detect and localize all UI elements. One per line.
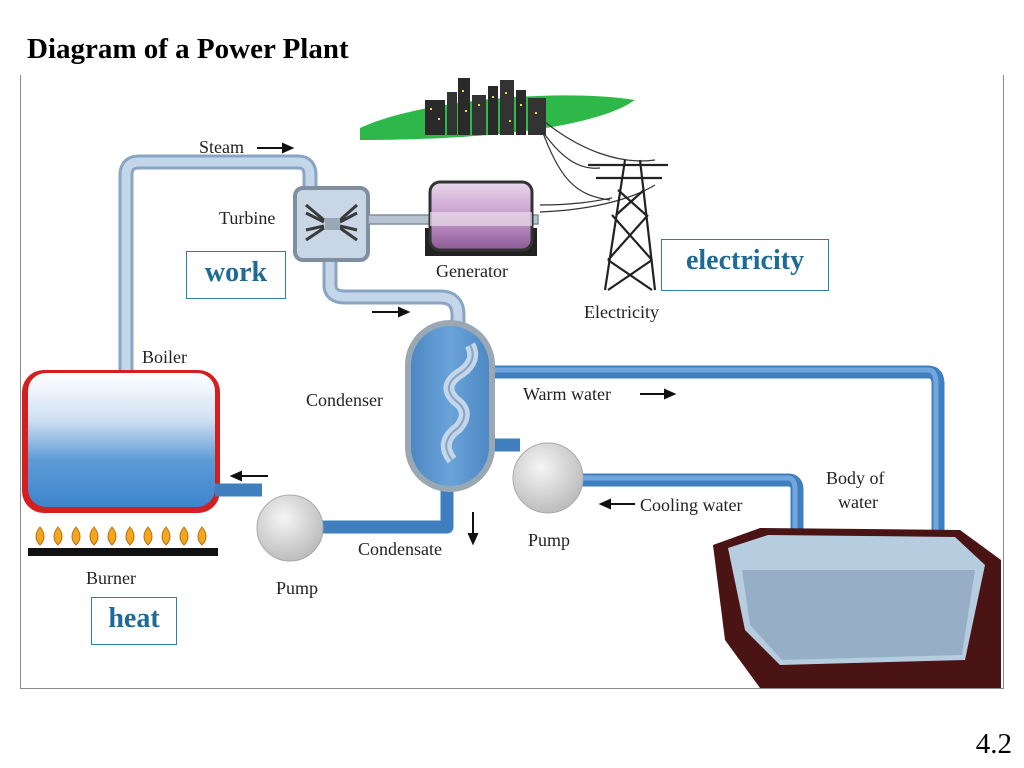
body-of-water-label-line1: Body of	[826, 468, 885, 488]
condenser	[405, 320, 495, 492]
condenser-label: Condenser	[306, 390, 383, 410]
pump-left	[256, 494, 324, 562]
transmission-tower	[588, 159, 668, 291]
condensate-label: Condensate	[358, 539, 442, 559]
burner	[28, 526, 218, 556]
pump-left-label: Pump	[276, 578, 318, 598]
generator-label: Generator	[436, 261, 508, 281]
boiler	[22, 370, 220, 513]
warm-water-label: Warm water	[523, 384, 611, 404]
pump-right	[512, 442, 584, 514]
body-of-water	[713, 528, 1001, 688]
electricity-label: Electricity	[584, 302, 659, 322]
page-title: Diagram of a Power Plant	[27, 33, 349, 65]
flow-arrows	[229, 142, 677, 546]
boiler-label: Boiler	[142, 347, 187, 367]
generator	[425, 180, 537, 256]
pump-right-label: Pump	[528, 530, 570, 550]
water-pipe-highlights	[490, 367, 939, 638]
steam-label: Steam	[199, 137, 244, 157]
turbine	[293, 186, 370, 262]
diagram-frame	[20, 75, 1004, 689]
electricity-callout: electricity	[661, 239, 829, 291]
slide-number: 4.2	[975, 728, 1012, 760]
heat-callout: heat	[91, 597, 177, 645]
body-of-water-label-line2: water	[838, 492, 878, 512]
work-callout: work	[186, 251, 286, 299]
city-skyline	[360, 78, 635, 140]
turbine-label: Turbine	[219, 208, 275, 228]
power-lines	[534, 119, 656, 213]
cooling-water-label: Cooling water	[640, 495, 742, 515]
burner-label: Burner	[86, 568, 136, 588]
